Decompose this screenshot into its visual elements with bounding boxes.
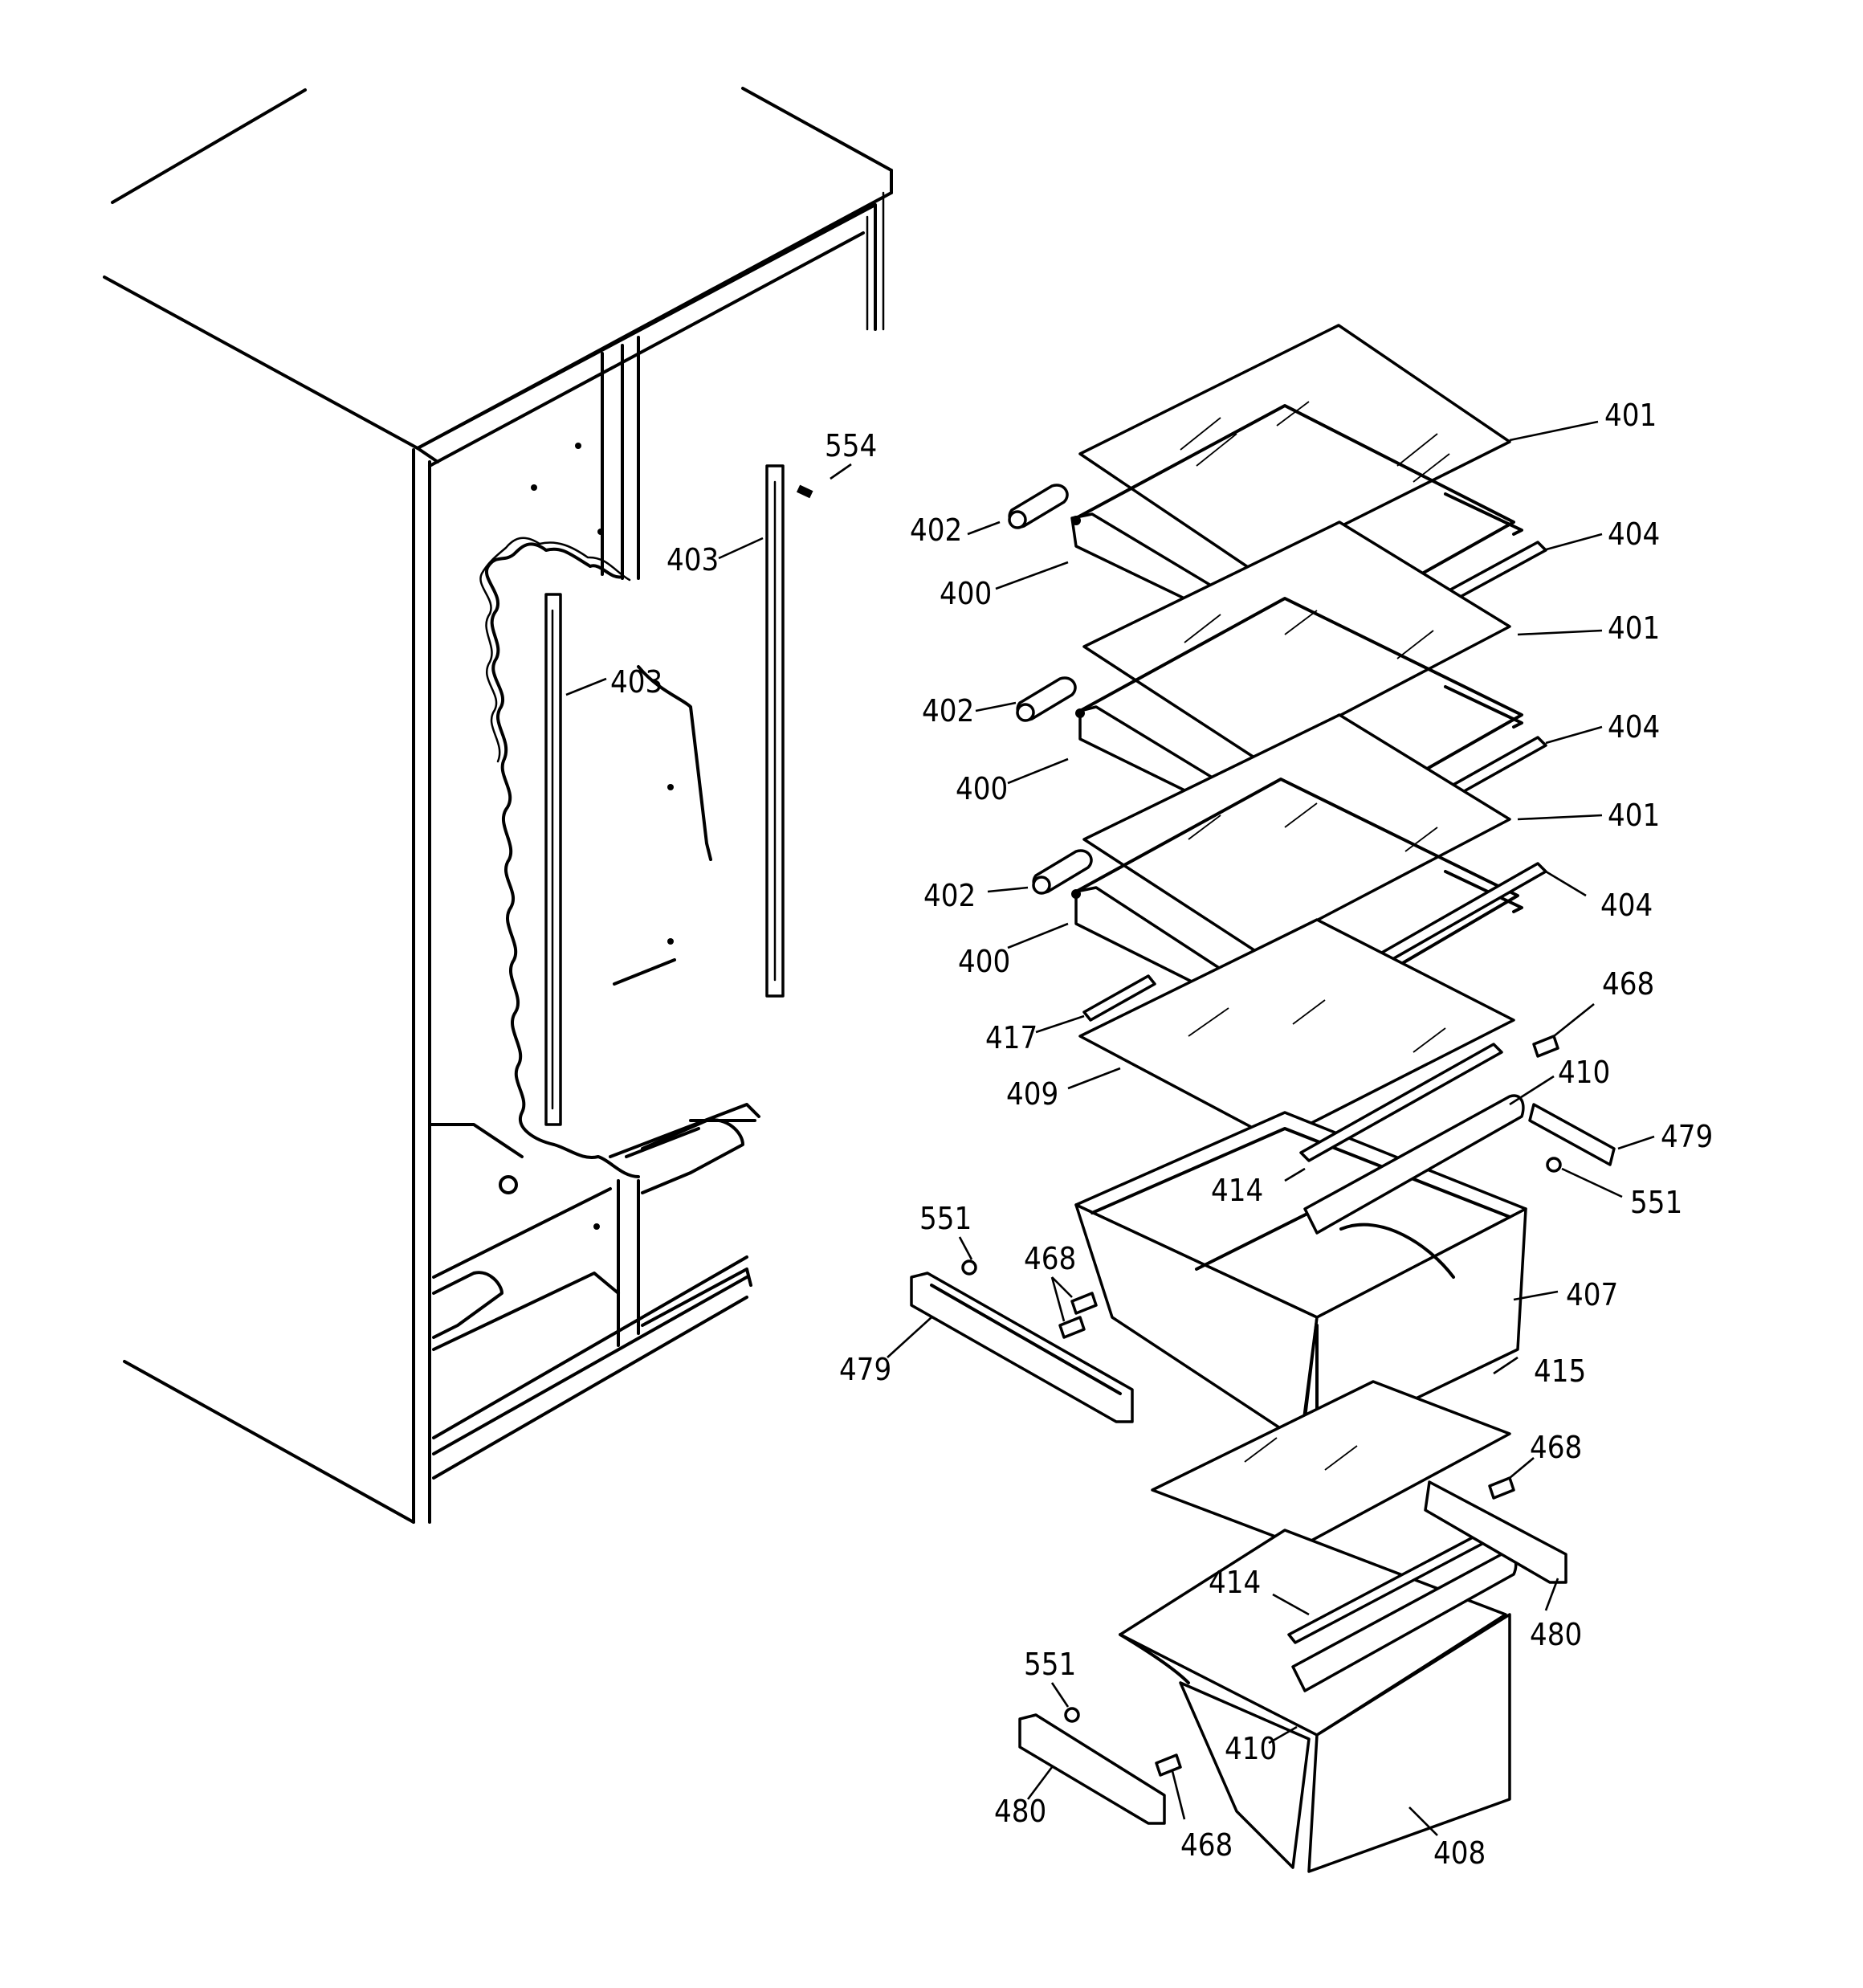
callout-417: 417 (985, 1020, 1037, 1055)
callout-410: 410 (1558, 1055, 1610, 1090)
callout-414: 414 (1211, 1173, 1263, 1208)
callout-404: 404 (1600, 888, 1653, 923)
callout-401: 401 (1608, 610, 1660, 646)
callout-404: 404 (1608, 516, 1660, 552)
callout-415: 415 (1534, 1353, 1586, 1389)
callout-468: 468 (1530, 1430, 1582, 1465)
callout-468: 468 (1180, 1827, 1233, 1863)
callout-551: 551 (1630, 1185, 1682, 1220)
upper-crisper-drawer (910, 1035, 1616, 1455)
callout-408: 408 (1433, 1835, 1486, 1871)
callout-400: 400 (940, 576, 992, 611)
callout-401: 401 (1604, 398, 1657, 433)
callout-551: 551 (919, 1201, 972, 1236)
callout-468: 468 (1024, 1241, 1076, 1276)
callout-402: 402 (923, 878, 976, 913)
shelf-assemblies (1008, 324, 1547, 1142)
callout-403: 403 (610, 664, 662, 700)
callout-480: 480 (1530, 1617, 1582, 1652)
callout-468: 468 (1602, 966, 1654, 1002)
callout-407: 407 (1566, 1277, 1618, 1312)
callout-403: 403 (667, 542, 719, 578)
callout-551: 551 (1024, 1647, 1076, 1682)
callout-402: 402 (910, 512, 962, 548)
callout-410: 410 (1225, 1731, 1277, 1766)
callout-400: 400 (958, 944, 1010, 979)
callout-554: 554 (825, 428, 877, 463)
callout-400: 400 (956, 771, 1008, 806)
callout-401: 401 (1608, 798, 1660, 833)
callout-labels: 401 404 401 404 401 404 402 402 402 400 … (610, 398, 1713, 1871)
refrigerator-cabinet (103, 87, 893, 1524)
callout-409: 409 (1006, 1076, 1058, 1112)
callout-479: 479 (839, 1352, 891, 1387)
leader-lines (565, 420, 1655, 1836)
callout-414: 414 (1209, 1565, 1261, 1600)
callout-402: 402 (922, 693, 974, 729)
lower-crisper-drawer (1018, 1380, 1567, 1873)
callout-480: 480 (994, 1794, 1046, 1829)
callout-404: 404 (1608, 709, 1660, 745)
callout-479: 479 (1661, 1119, 1713, 1154)
